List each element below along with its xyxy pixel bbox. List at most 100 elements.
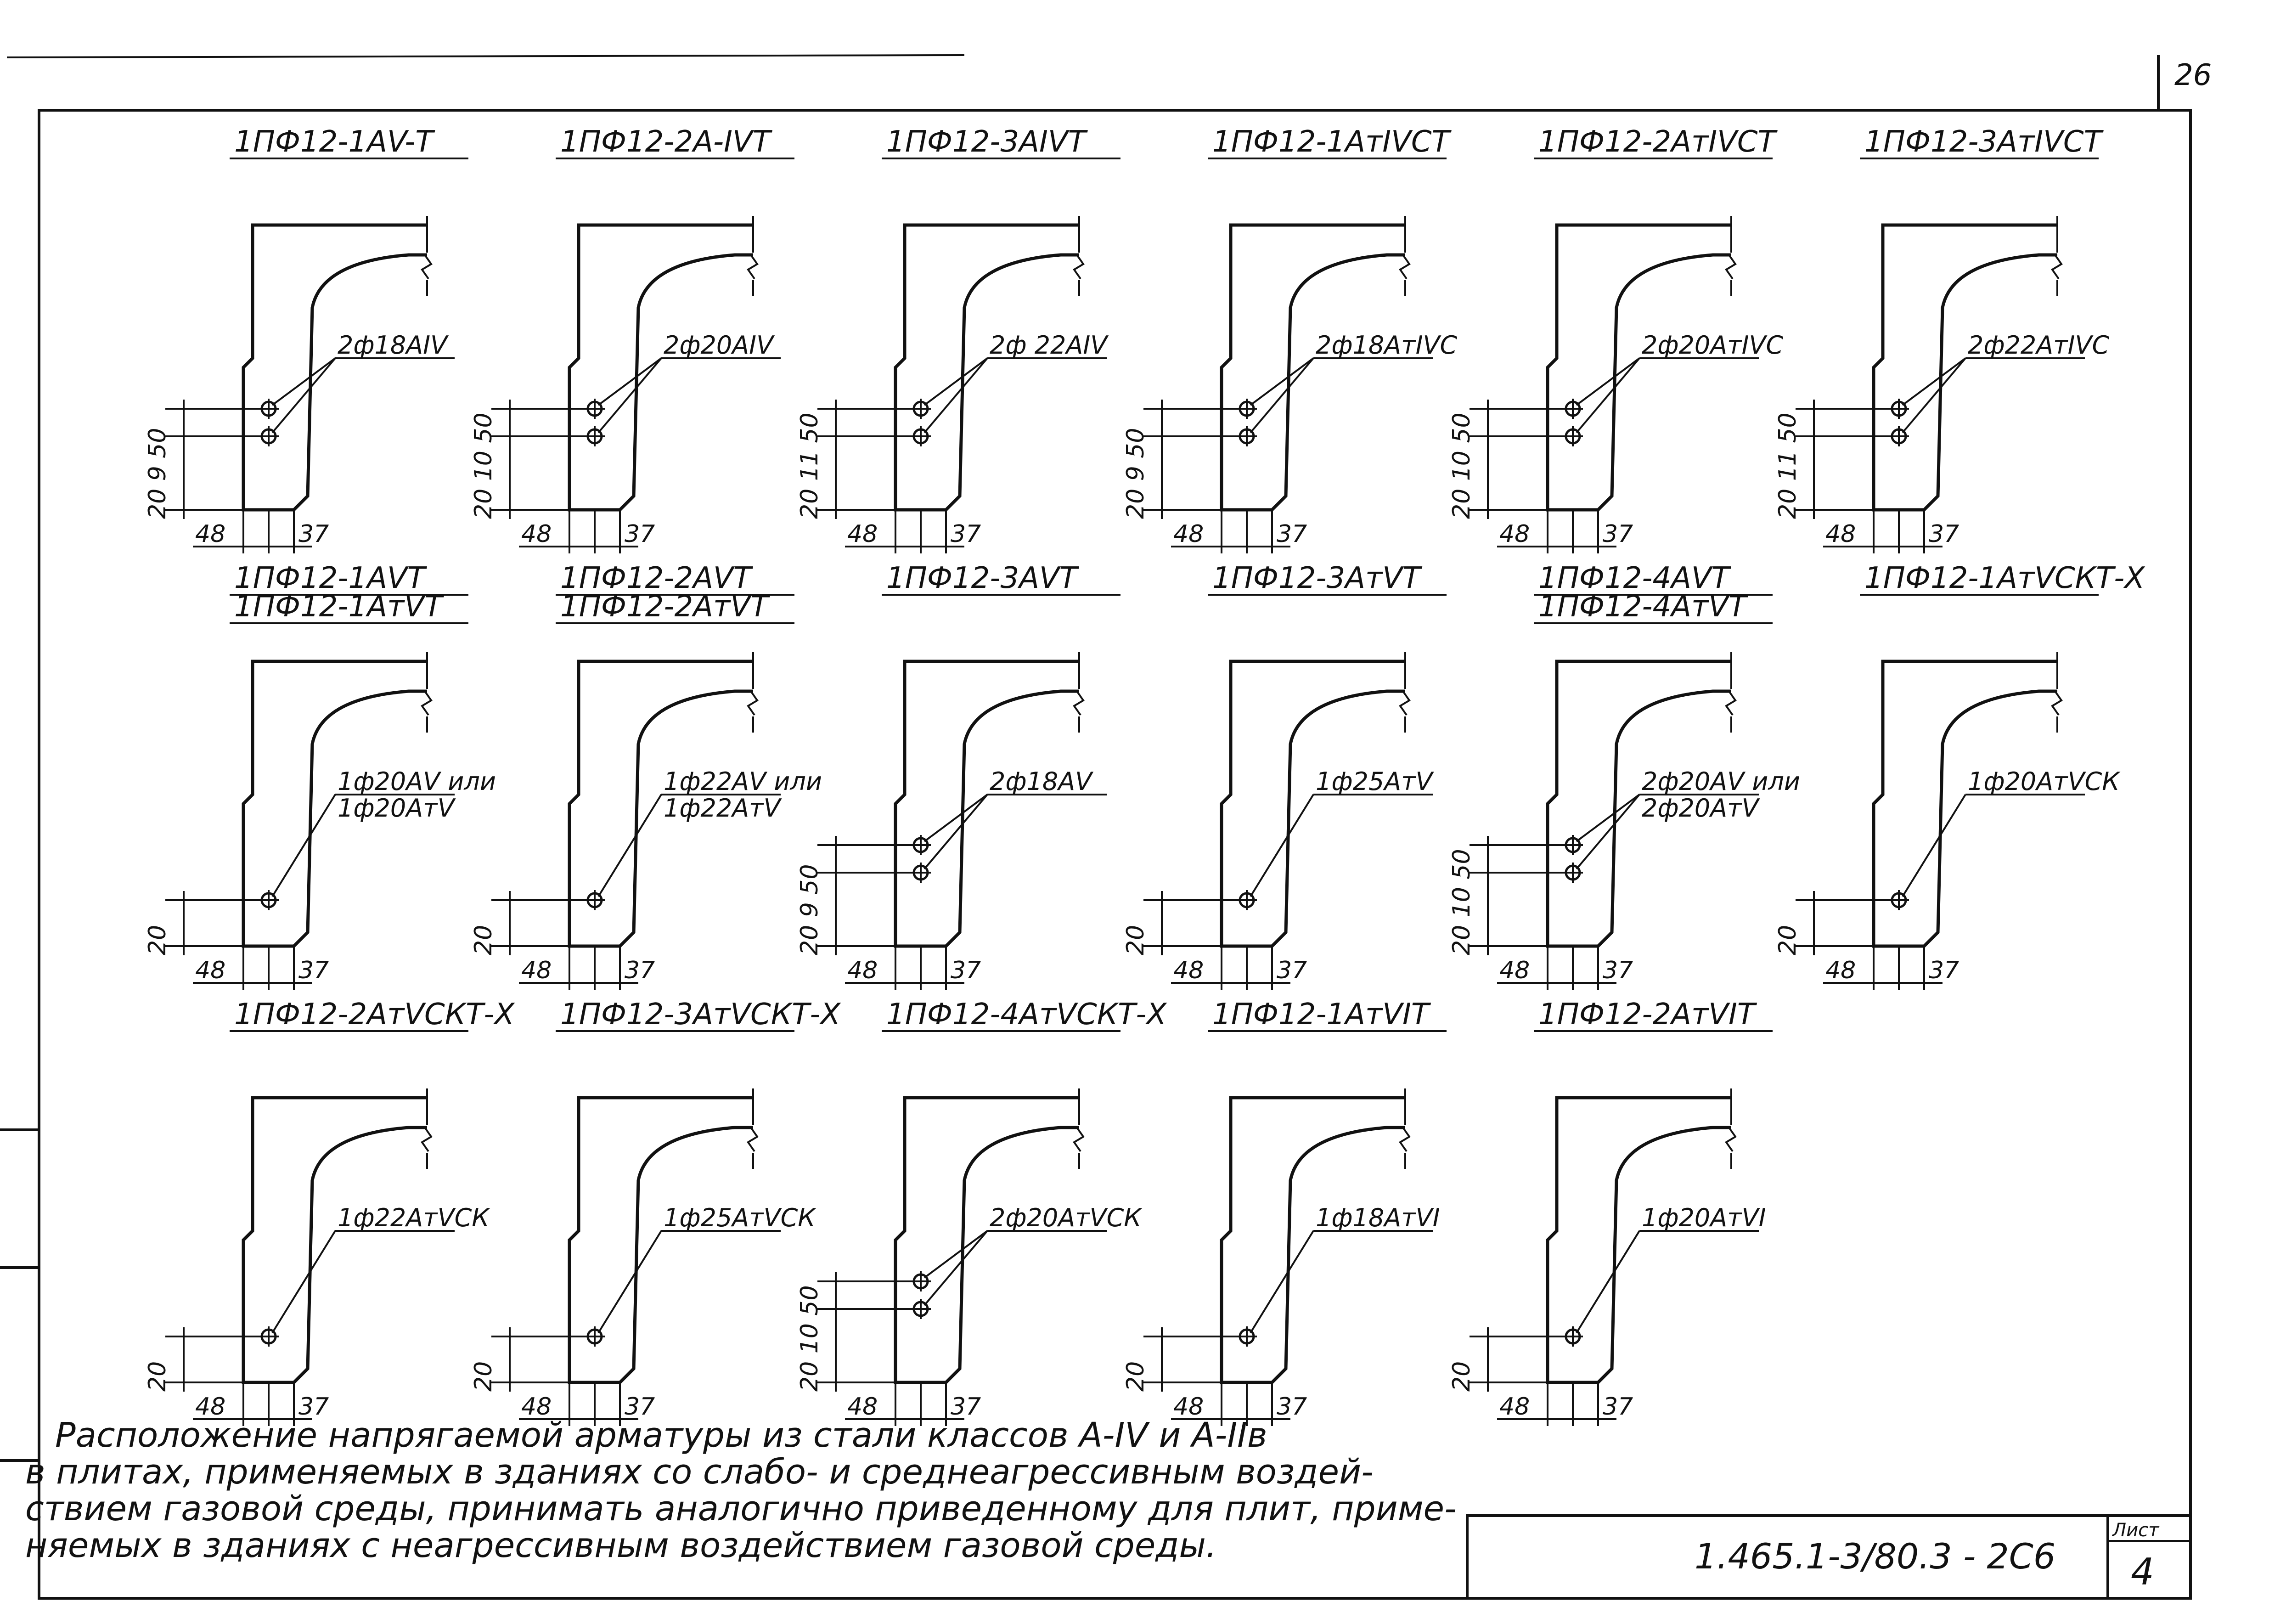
detail-title: 1ПФ12-1АтVСКТ-Х [1864, 561, 2145, 595]
rebar-label: 2ф20АтV [1642, 794, 1761, 823]
leader-line [1576, 1230, 1640, 1334]
rebar-label: 1ф25АтVСК [664, 1203, 816, 1232]
bottom-dimension: 37 [1603, 520, 1633, 548]
title-block-frame [1466, 1514, 2192, 1600]
leader-line [271, 794, 336, 897]
slab-rib-profile [568, 223, 753, 512]
slab-rib-profile [894, 223, 1079, 512]
note-line-4: няемых в зданиях с неагрессивным воздейс… [25, 1526, 1216, 1565]
rebar-label: 2ф18АIV [338, 331, 449, 360]
slab-rib-profile [1872, 223, 2057, 512]
bottom-dimension: 37 [951, 1393, 981, 1421]
leader-line [1902, 357, 1966, 406]
leader-line [271, 357, 336, 406]
left-dimensions: 20 9 50 [144, 428, 171, 519]
left-dimensions: 20 10 50 [1448, 849, 1475, 955]
bottom-dimension: 37 [1929, 957, 1959, 984]
bottom-dimension: 48 [1173, 520, 1204, 548]
bottom-dimension: 48 [1173, 1393, 1204, 1421]
break-line [747, 652, 759, 733]
bottom-dimension: 48 [521, 520, 552, 548]
left-dimensions: 20 [144, 1361, 171, 1392]
break-line [747, 1088, 759, 1169]
leader-line [271, 1230, 336, 1334]
note-line-2: в плитах, применяемых в зданиях со слабо… [25, 1452, 1374, 1492]
slab-rib-profile [894, 1096, 1079, 1384]
break-line [747, 216, 759, 296]
slab-rib-profile [1546, 223, 1731, 512]
sheet-label: Лист [2111, 1520, 2160, 1541]
leader-line [597, 1230, 662, 1334]
rebar-label: 1ф20АтV [338, 794, 456, 823]
leader-line [597, 357, 662, 434]
break-line [1725, 652, 1737, 733]
break-line [1399, 652, 1411, 733]
detail-title: 1ПФ12-2АтVIТ [1538, 998, 1757, 1032]
bottom-dimension: 37 [1603, 957, 1633, 984]
break-line [1073, 216, 1085, 296]
rebar-label: 2ф20АтVСК [990, 1203, 1143, 1232]
leader-line [1576, 794, 1640, 842]
detail-title: 1ПФ12-4АтVСКТ-Х [886, 998, 1167, 1032]
leader-line [923, 1230, 988, 1279]
bottom-dimension: 37 [298, 520, 329, 548]
top-cut-line [6, 54, 965, 58]
leader-line [923, 794, 988, 870]
bottom-dimension: 48 [1499, 520, 1530, 548]
leader-line [597, 357, 662, 406]
detail-title: 1ПФ12-2АтVСКТ-Х [234, 998, 515, 1032]
rebar-label: 2ф20АтIVС [1642, 331, 1784, 360]
drawing-frame [38, 109, 2192, 1600]
leader-line [1576, 794, 1640, 870]
bottom-dimension: 48 [847, 1393, 878, 1421]
bottom-dimension: 48 [195, 1393, 225, 1421]
left-dimensions: 20 9 50 [796, 864, 823, 955]
break-line [1725, 1088, 1737, 1169]
break-line [1073, 1088, 1085, 1169]
detail-title: 1ПФ12-2АVТ [560, 561, 754, 595]
rebar-label: 1ф18АтVI [1316, 1203, 1440, 1232]
slab-rib-profile [242, 223, 427, 512]
break-line [421, 652, 433, 733]
break-line [421, 216, 433, 296]
leader-line [271, 357, 336, 434]
leader-line [923, 357, 988, 434]
bottom-dimension: 48 [195, 520, 225, 548]
leader-line [1902, 794, 1966, 897]
detail-title: 1ПФ12-2АтIVСТ [1538, 125, 1778, 159]
bottom-dimension: 48 [847, 520, 878, 548]
leader-line [1250, 794, 1314, 897]
leader-line [1250, 357, 1314, 434]
rebar-label: 1ф20АтVI [1642, 1203, 1766, 1232]
title-block: 1.465.1-3/80.3 - 2C6 Лист 4 [1466, 1514, 2192, 1600]
detail-title: 1ПФ12-4АVТ [1538, 561, 1732, 595]
general-note: Расположение напрягаемой арматуры из ста… [25, 1415, 1457, 1565]
break-line [1399, 1088, 1411, 1169]
document-code: 1.465.1-3/80.3 - 2C6 [1695, 1536, 2055, 1577]
detail-title: 1ПФ12-3АIVТ [886, 125, 1088, 159]
bottom-dimension: 37 [625, 520, 655, 548]
left-dimensions: 20 11 50 [796, 412, 823, 519]
detail-title: 1ПФ12-1АтIVСТ [1212, 125, 1452, 159]
detail-title: 1ПФ12-1АтVIТ [1212, 998, 1431, 1032]
bottom-dimension: 48 [1499, 957, 1530, 984]
bottom-dimension: 48 [847, 957, 878, 984]
bottom-dimension: 48 [1499, 1393, 1530, 1421]
bottom-dimension: 48 [195, 957, 225, 984]
leader-line [1250, 1230, 1314, 1334]
break-line [1725, 216, 1737, 296]
bottom-dimension: 37 [951, 957, 981, 984]
rebar-label: 1ф22АтVСК [338, 1203, 490, 1232]
detail-title: 1ПФ12-3АтVТ [1212, 561, 1423, 595]
leader-line [597, 794, 662, 897]
bottom-dimension: 37 [1603, 1393, 1633, 1421]
